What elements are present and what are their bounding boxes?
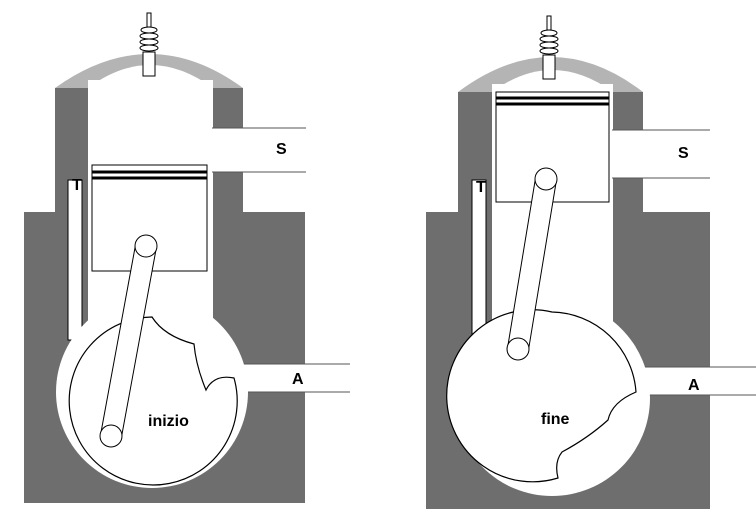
connecting-rod [99,234,158,448]
exhaust-port [212,128,306,172]
transfer-label: T [476,179,486,196]
spark-plug [539,15,559,80]
intake-port [630,367,756,395]
transfer-channel [67,179,83,341]
phase-caption: fine [541,411,570,428]
intake-port [228,364,350,392]
engine-left: S A T inizio [24,12,350,503]
engine-right: S A T fine [426,15,756,509]
exhaust-label: S [276,141,287,158]
spark-plug [139,12,159,77]
flywheel-outline [446,309,637,483]
phase-caption: inizio [148,413,189,430]
connecting-rod [506,167,558,361]
transfer-label: T [72,177,82,194]
intake-label: A [292,371,304,388]
exhaust-port [612,130,710,178]
exhaust-label: S [678,145,689,162]
intake-label: A [688,377,700,394]
transfer-channel [471,179,487,341]
